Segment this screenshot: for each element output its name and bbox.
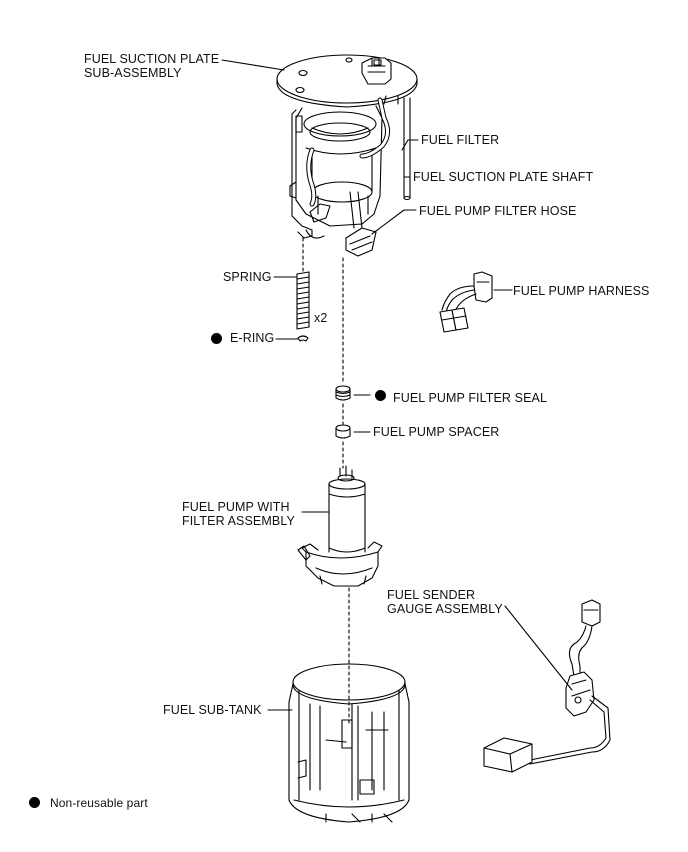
legend-non-reusable: Non-reusable part — [50, 796, 148, 810]
fuel-pump-spacer-part — [335, 424, 351, 439]
label-fuel-sender-line2: GAUGE ASSEMBLY — [387, 602, 503, 616]
leader-lines — [221, 59, 573, 711]
label-quantity-x2: x2 — [314, 311, 328, 325]
label-fuel-pump-filter-hose: FUEL PUMP FILTER HOSE — [419, 204, 577, 218]
label-fuel-sub-tank: FUEL SUB-TANK — [163, 703, 262, 717]
fuel-pump-filter-seal-part — [335, 385, 351, 401]
non-reusable-marker-filter-seal — [375, 390, 386, 401]
label-fuel-suction-plate-shaft: FUEL SUCTION PLATE SHAFT — [413, 170, 594, 184]
label-spring: SPRING — [223, 270, 272, 284]
label-fuel-pump-with-filter-line2: FILTER ASSEMBLY — [182, 514, 295, 528]
fuel-pump-harness-part — [439, 271, 493, 333]
fuel-suction-plate-assembly — [276, 54, 418, 257]
label-fuel-suction-plate-line2: SUB-ASSEMBLY — [84, 66, 182, 80]
fuel-sub-tank-part — [288, 663, 410, 823]
label-fuel-pump-harness: FUEL PUMP HARNESS — [513, 284, 650, 298]
label-fuel-pump-with-filter: FUEL PUMP WITH FILTER ASSEMBLY — [182, 500, 295, 528]
e-ring-part — [297, 335, 309, 342]
non-reusable-marker-e-ring — [211, 333, 222, 344]
label-fuel-filter: FUEL FILTER — [421, 133, 500, 147]
fuel-sender-gauge-part — [483, 599, 611, 773]
fuel-pump-with-filter-part — [297, 465, 383, 587]
label-fuel-pump-filter-seal: FUEL PUMP FILTER SEAL — [393, 391, 547, 405]
label-fuel-sender-line1: FUEL SENDER — [387, 588, 476, 602]
label-fuel-suction-plate: FUEL SUCTION PLATE SUB-ASSEMBLY — [84, 52, 219, 80]
label-fuel-pump-with-filter-line1: FUEL PUMP WITH — [182, 500, 290, 514]
legend-marker — [29, 797, 40, 808]
label-fuel-pump-spacer: FUEL PUMP SPACER — [373, 425, 500, 439]
label-fuel-sender-gauge: FUEL SENDER GAUGE ASSEMBLY — [387, 588, 503, 616]
spring-part — [296, 271, 310, 330]
label-fuel-suction-plate-line1: FUEL SUCTION PLATE — [84, 52, 220, 66]
assembly-guide-lines — [302, 237, 350, 725]
label-e-ring: E-RING — [230, 331, 275, 345]
